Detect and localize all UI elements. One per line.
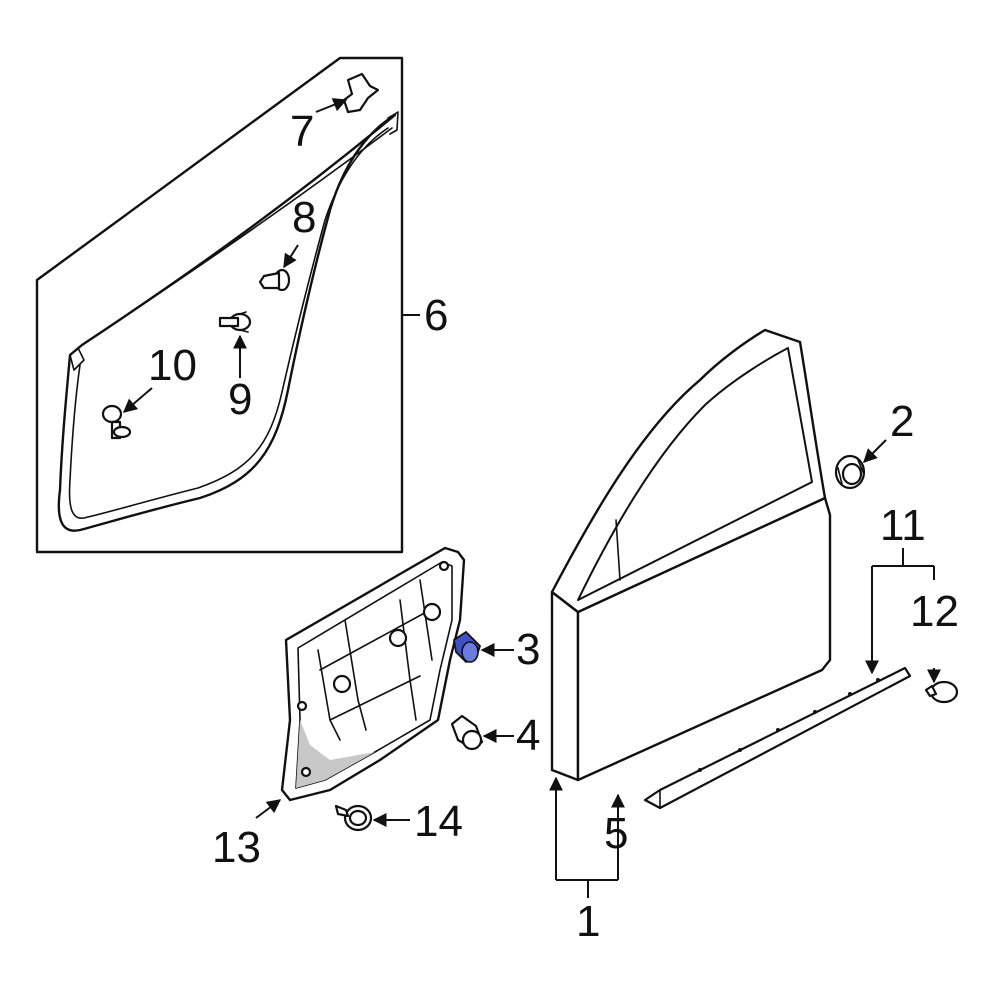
door-outer-panel (550, 590, 580, 782)
callout-8: 8 (292, 193, 316, 242)
regulator-cross-arm (319, 609, 431, 721)
callout-4: 4 (516, 711, 540, 760)
part-11-molding (643, 666, 912, 810)
part-10-clip (101, 404, 132, 440)
regulator-mount-1 (296, 700, 308, 712)
inset-frame (35, 56, 404, 554)
part-12-clip (924, 680, 959, 704)
part-8-pin (258, 268, 291, 292)
regulator-plate (280, 546, 466, 802)
weatherstrip-inset: 7 8 9 10 (35, 56, 404, 554)
regulator-mount-2 (300, 766, 312, 778)
callout-6: 6 (424, 291, 448, 340)
part-7-clip (342, 72, 380, 114)
window-inner-line (615, 519, 621, 581)
weatherstrip-seal-top (81, 127, 393, 346)
door-window-frame (550, 328, 827, 614)
part-14-bolt (334, 804, 373, 832)
callout-10: 10 (148, 341, 197, 390)
window-opening (577, 347, 813, 601)
callout-3: 3 (516, 625, 540, 674)
part-3-nut (453, 630, 482, 664)
door-shell (550, 328, 832, 782)
callout-9: 9 (228, 375, 252, 424)
callout-14: 14 (414, 797, 463, 846)
molding-strip (643, 666, 912, 810)
callout-11: 11 (880, 501, 926, 550)
door-bottom-edge (551, 769, 579, 781)
regulator-pulley-2 (388, 628, 408, 648)
callout-2: 2 (890, 397, 914, 446)
seal-top-tab (387, 111, 399, 135)
regulator-pulley-3 (332, 674, 352, 694)
part-13-regulator (280, 546, 466, 802)
regulator-shading (296, 720, 375, 788)
part-9-clip (218, 311, 252, 333)
callout-1: 1 (576, 897, 600, 946)
seal-end-tab (69, 347, 85, 371)
weatherstrip-seal-inner (68, 127, 389, 519)
part-2-bumper (834, 454, 866, 490)
callout-12: 12 (910, 587, 959, 636)
callout-5: 5 (604, 809, 628, 858)
door-edge-top (551, 329, 801, 613)
regulator-mount-3 (438, 560, 450, 572)
callout-13: 13 (212, 823, 261, 872)
callout-7: 7 (290, 107, 314, 156)
part-4-stopper (450, 714, 484, 751)
regulator-pulley-1 (422, 602, 442, 622)
